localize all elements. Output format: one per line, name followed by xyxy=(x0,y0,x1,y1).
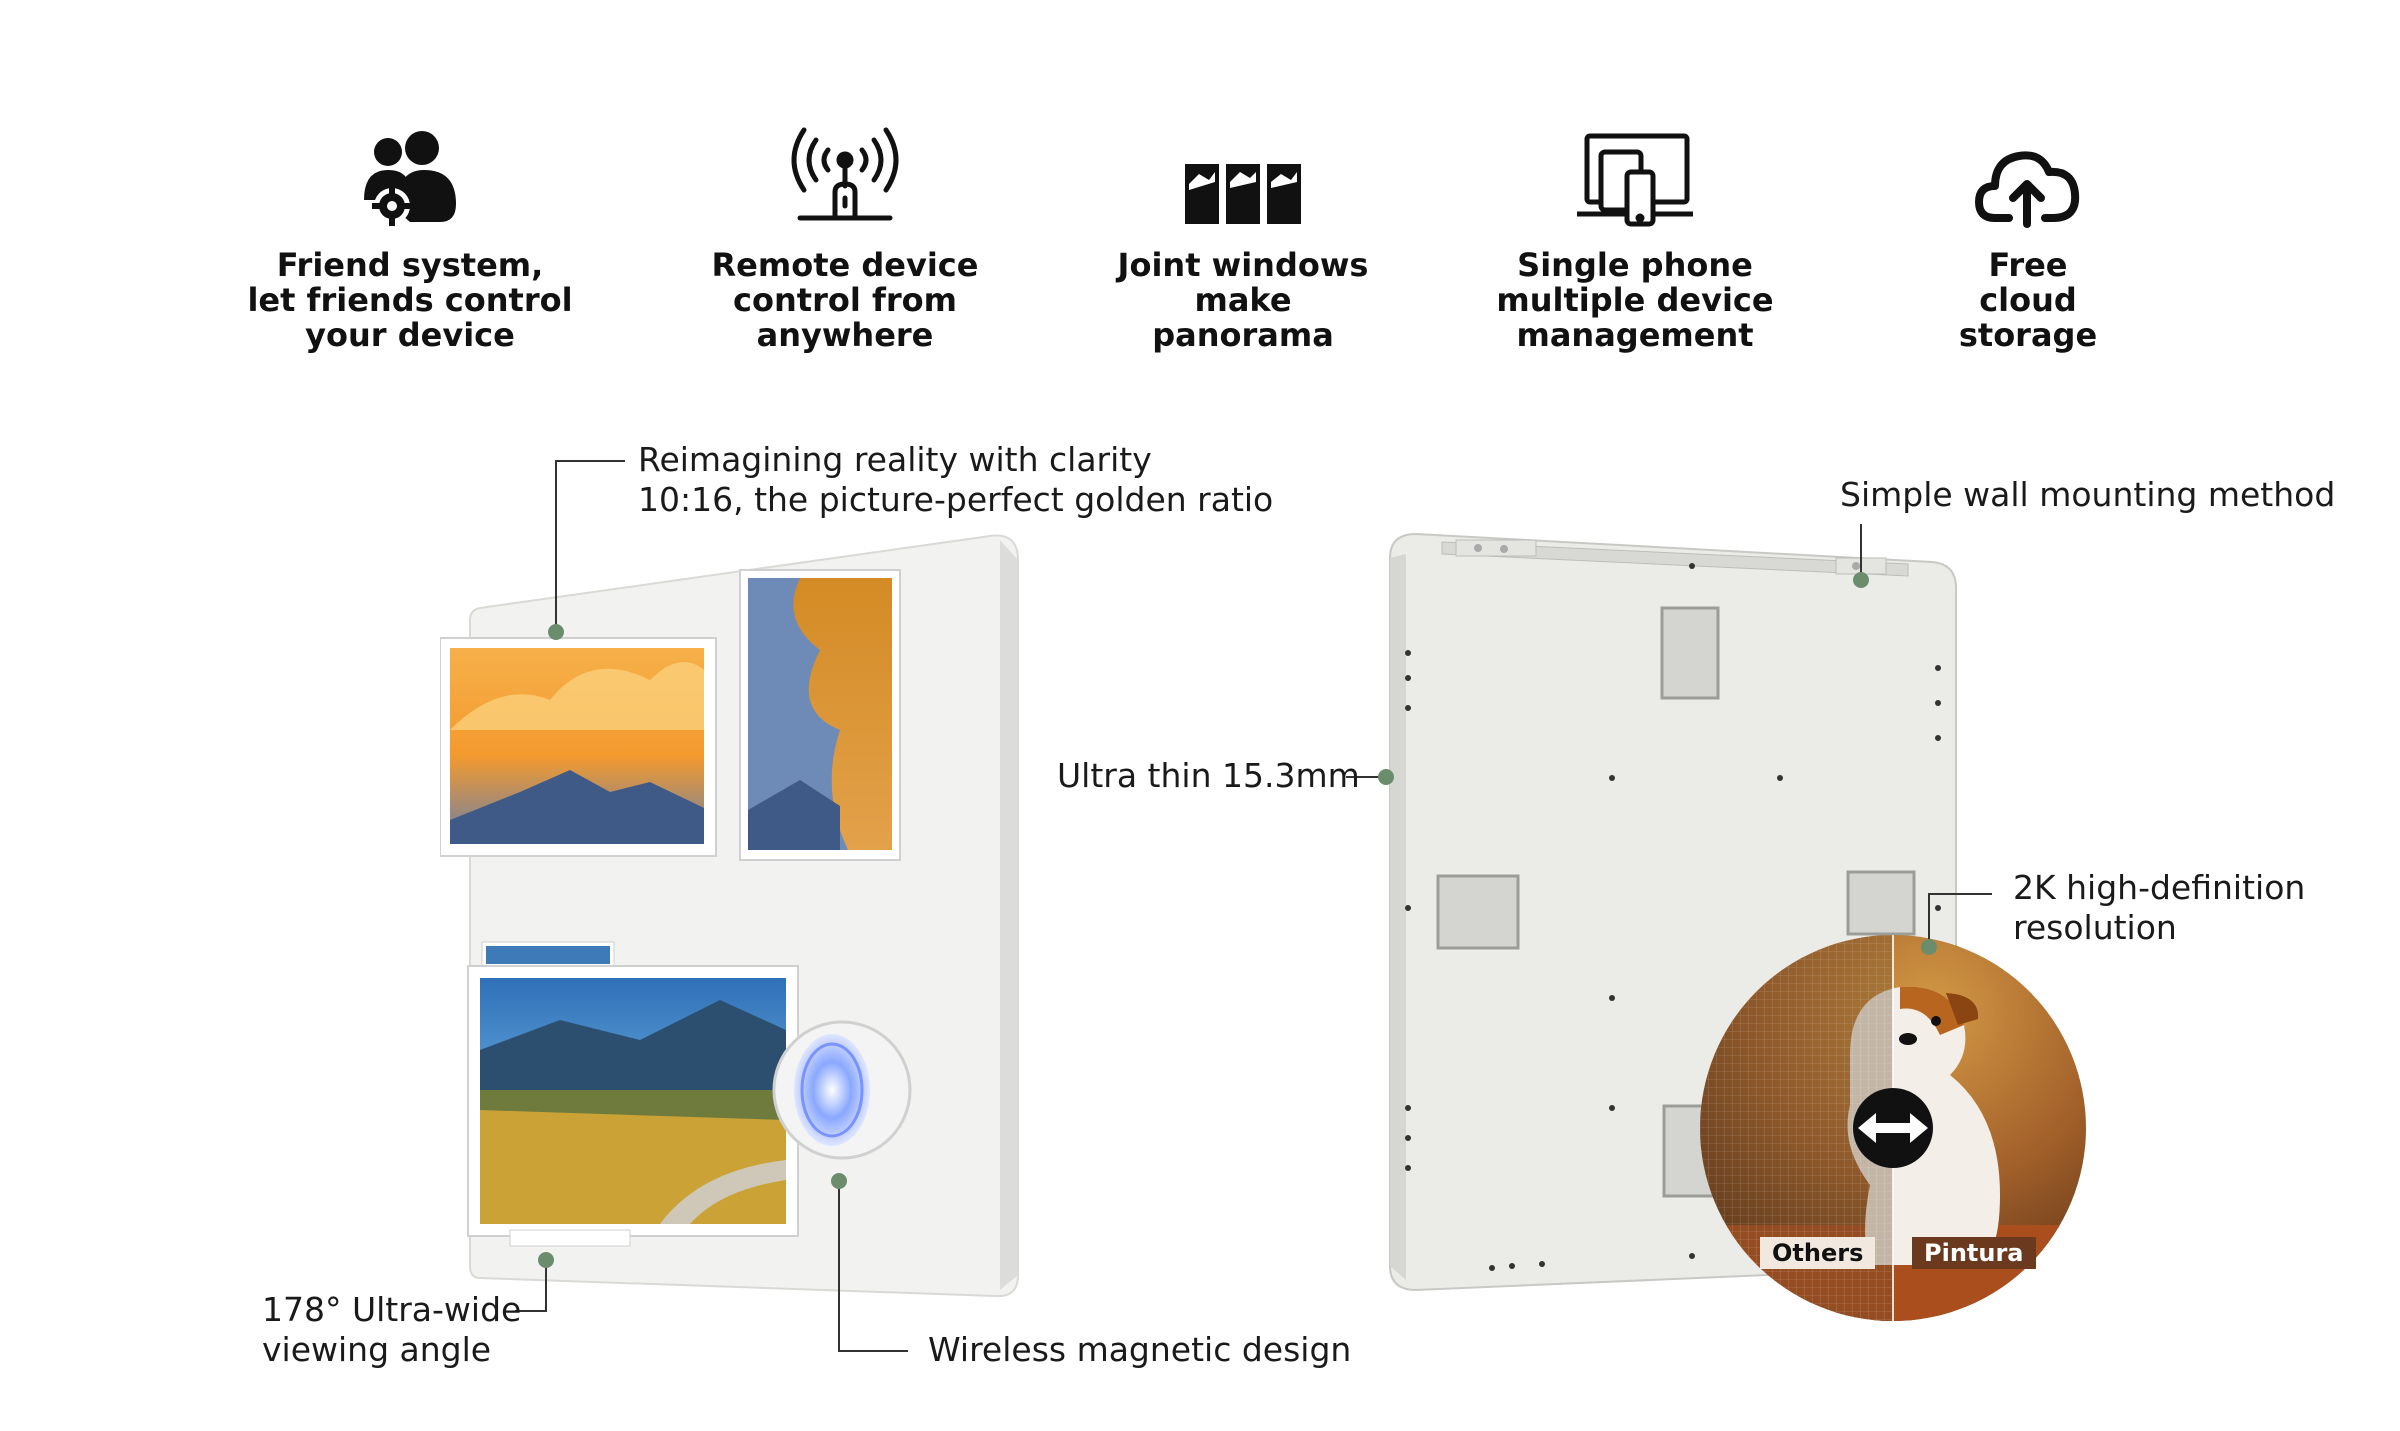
others-label: Others xyxy=(1760,1237,1876,1269)
feature-cloud-storage: Free cloud storage xyxy=(1858,110,2198,353)
callout-magnetic: Wireless magnetic design xyxy=(928,1330,1352,1369)
leader-line xyxy=(545,1260,547,1312)
leader-line xyxy=(555,460,557,633)
feature-multi-device: Single phone multiple device management xyxy=(1465,110,1805,353)
feature-label: Friend system, let friends control your … xyxy=(247,246,573,354)
feature-friend-system: Friend system, let friends control your … xyxy=(240,110,580,353)
cloud-upload-icon xyxy=(1858,110,2198,230)
panorama-windows-icon xyxy=(1073,110,1413,230)
feature-label: Remote device control from anywhere xyxy=(711,246,979,354)
callout-dot xyxy=(548,624,564,640)
devices-icon xyxy=(1465,110,1805,230)
leader-line xyxy=(838,1180,840,1352)
leader-line xyxy=(1928,893,1930,945)
callout-dot xyxy=(1853,572,1869,588)
feature-remote-control: Remote device control from anywhere xyxy=(675,110,1015,353)
callout-dot xyxy=(538,1252,554,1268)
feature-label: Single phone multiple device management xyxy=(1496,246,1774,354)
leader-line xyxy=(1860,524,1862,574)
resolution-comparison: Others Pintura xyxy=(1700,935,2086,1321)
friends-gear-icon xyxy=(240,110,580,230)
feature-panorama: Joint windows make panorama xyxy=(1073,110,1413,353)
front-panel-illustration xyxy=(440,530,1020,1300)
antenna-icon xyxy=(675,110,1015,230)
callout-wall-mount: Simple wall mounting method xyxy=(1840,475,2336,514)
callout-resolution: 2K high-definition resolution xyxy=(2013,868,2306,947)
leader-line xyxy=(515,1310,547,1312)
callout-dot xyxy=(1378,769,1394,785)
callout-dot xyxy=(831,1173,847,1189)
leader-line xyxy=(1928,893,1992,895)
leader-line xyxy=(838,1350,908,1352)
callout-thin: Ultra thin 15.3mm xyxy=(1057,756,1360,795)
feature-label: Free cloud storage xyxy=(1958,246,2098,354)
callout-viewing-angle: 178° Ultra-wide viewing angle xyxy=(262,1290,522,1369)
pintura-label: Pintura xyxy=(1912,1237,2036,1269)
feature-label: Joint windows make panorama xyxy=(1117,246,1369,354)
leader-line xyxy=(555,460,625,462)
leader-line xyxy=(1346,776,1384,778)
callout-dot xyxy=(1921,939,1937,955)
callout-clarity: Reimagining reality with clarity 10:16, … xyxy=(638,440,1274,519)
